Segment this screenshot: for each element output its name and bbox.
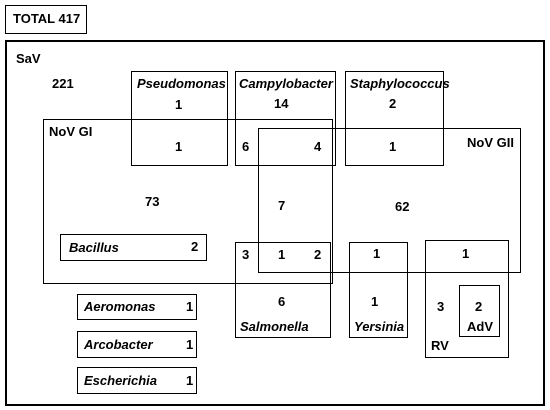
- sav-set-box: [5, 40, 545, 406]
- staphylococcus-nov-gii-count: 1: [389, 139, 397, 154]
- staphylococcus-label: Staphylococcus: [350, 76, 450, 91]
- campylobacter-only-count: 14: [274, 96, 289, 111]
- bacillus-box: [60, 234, 207, 261]
- pseudomonas-only-count: 1: [175, 97, 183, 112]
- campylobacter-nov-gi-count: 6: [242, 139, 250, 154]
- yersinia-label: Yersinia: [354, 319, 405, 334]
- adv-set-box: [459, 285, 500, 337]
- rv-nov-gii-count: 1: [462, 246, 470, 261]
- pseudomonas-set-box: [131, 71, 228, 166]
- total-box: [5, 5, 87, 34]
- sav-label: SaV: [16, 51, 41, 66]
- total-label: TOTAL 417: [13, 12, 80, 26]
- rv-label: RV: [431, 338, 449, 353]
- aeromonas-label: Aeromonas: [84, 299, 156, 314]
- aeromonas-box: [77, 294, 197, 320]
- arcobacter-count: 1: [186, 337, 194, 352]
- sav-only-count: 221: [52, 76, 74, 91]
- pseudomonas-label: Pseudomonas: [137, 76, 226, 91]
- campylobacter-label: Campylobacter: [239, 76, 333, 91]
- salmonella-nov-gii-count: 2: [314, 247, 322, 262]
- escherichia-count: 1: [186, 373, 194, 388]
- escherichia-box: [77, 367, 197, 394]
- nov-gii-label: NoV GII: [467, 135, 514, 150]
- adv-rv-count: 2: [475, 299, 483, 314]
- bacillus-label: Bacillus: [69, 240, 119, 255]
- campylobacter-nov-gii-count: 4: [314, 139, 322, 154]
- pseudomonas-nov-gi-count: 1: [175, 139, 183, 154]
- bacillus-count: 2: [191, 239, 199, 254]
- salmonella-only-count: 6: [278, 294, 286, 309]
- staphylococcus-only-count: 2: [389, 96, 397, 111]
- salmonella-nov-gi-count: 3: [242, 247, 250, 262]
- nov-gii-set-box: [258, 128, 521, 273]
- total-value: 417: [58, 11, 81, 26]
- yersinia-only-count: 1: [371, 294, 379, 309]
- arcobacter-box: [77, 331, 197, 358]
- rv-only-count: 3: [437, 299, 445, 314]
- adv-label: AdV: [467, 319, 493, 334]
- nov-gi-only-count: 73: [145, 194, 160, 209]
- campylobacter-set-box: [235, 71, 336, 166]
- nov-gi-set-box: [43, 119, 333, 284]
- escherichia-label: Escherichia: [84, 373, 157, 388]
- salmonella-set-box: [235, 242, 331, 338]
- aeromonas-count: 1: [186, 299, 194, 314]
- nov-gi-label: NoV GI: [49, 124, 93, 139]
- total-label-text: TOTAL: [13, 11, 55, 26]
- salmonella-label: Salmonella: [240, 319, 309, 334]
- yersinia-set-box: [349, 242, 408, 338]
- yersinia-nov-gii-count: 1: [373, 246, 381, 261]
- nov-gii-only-count: 62: [395, 199, 410, 214]
- rv-set-box: [425, 240, 509, 358]
- campylobacter-nov-gi-nov-gii-count: 7: [278, 198, 286, 213]
- salmonella-nov-gi-nov-gii-count: 1: [278, 247, 286, 262]
- arcobacter-label: Arcobacter: [84, 337, 153, 352]
- staphylococcus-set-box: [345, 71, 444, 166]
